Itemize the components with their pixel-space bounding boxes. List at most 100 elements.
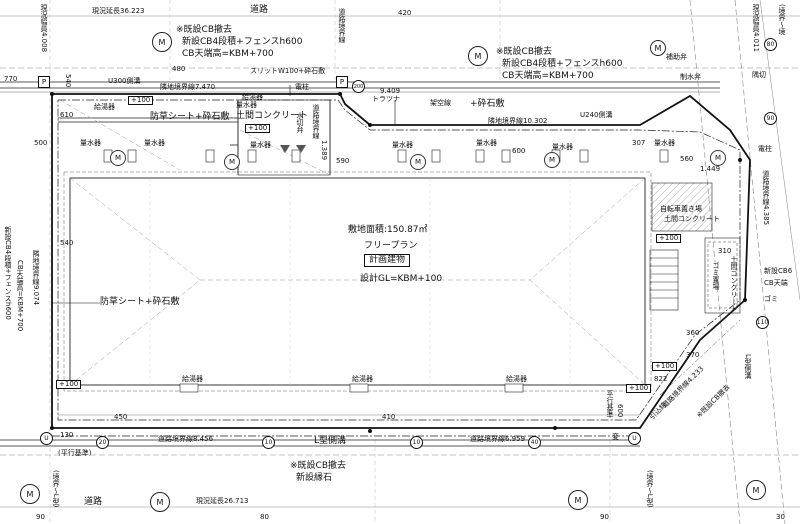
cb-note-line1: ※既設CB撤去 — [176, 25, 232, 35]
dim-label: 80 — [260, 513, 269, 521]
site-boundary — [51, 93, 751, 429]
dim-circle: 40 — [528, 436, 541, 449]
boundary-note: (境界～L型) — [646, 470, 654, 508]
bicycle-label: 自転車置き場 — [660, 205, 702, 213]
dim-label: 610 — [60, 111, 74, 119]
dim-label: 307 — [632, 139, 646, 147]
dim-label: 1.389 — [320, 140, 328, 161]
dim-label: 600 — [616, 404, 624, 418]
dim-circle: 10 — [410, 436, 423, 449]
parallel-label: 平行基準 — [606, 390, 614, 418]
meter-symbol: M — [710, 150, 726, 166]
cb-note-left: 新設CB4段積+フェンスh600 — [4, 226, 12, 320]
parallel-note: (平行基準) — [58, 449, 92, 457]
manhole-symbol: M — [20, 484, 40, 504]
plus100-tag: +100 — [128, 96, 154, 105]
boundary-label: 隣地境界線7.470 — [160, 83, 216, 91]
dim-label: 540 — [60, 239, 74, 247]
meter-label: 量水器 — [250, 141, 271, 149]
manhole-symbol: M — [150, 492, 170, 512]
meter-label: 量水器 — [144, 139, 165, 147]
road-width-label: 現況幅員4.008 — [40, 4, 48, 53]
dim-circle: 20 — [96, 436, 109, 449]
dim-label: 590 — [336, 157, 350, 165]
ditch-label: L型側溝 — [314, 436, 347, 446]
plan-label: フリープラン — [364, 241, 418, 251]
dim-label: 130 — [60, 431, 74, 439]
dim-label: 360 — [686, 329, 700, 337]
dim-label: 道路境界線 — [338, 8, 346, 43]
dim-circle: 90 — [764, 112, 777, 125]
meter-label: 量水器 — [476, 139, 497, 147]
dim-label: 9.409 — [380, 87, 401, 95]
meter-symbol: M — [224, 154, 240, 170]
meter-label: 量水器 — [80, 139, 101, 147]
dim-label: 540 — [64, 74, 72, 88]
meter-label: 量水器 — [392, 141, 413, 149]
dim-label: 1.449 — [700, 165, 721, 173]
boundary-label: 道路境界線6.959 — [470, 435, 526, 443]
garbage-area — [704, 237, 741, 314]
pole-label: 電柱 — [758, 145, 772, 153]
overhead-label: 架空線 — [430, 99, 451, 107]
manhole-symbol: M — [746, 480, 766, 500]
dim-label: 480 — [172, 65, 186, 73]
drain-label: 給湯器 — [94, 103, 115, 111]
dim-circle: 10 — [262, 436, 275, 449]
dim-label: 30 — [776, 513, 785, 521]
cb-note-line1: ※既設CB撤去 — [496, 47, 552, 57]
building-outline — [69, 177, 646, 386]
pole-marker: P — [336, 76, 348, 88]
dim-label: 310 — [718, 247, 732, 255]
corner-circle: U — [40, 432, 53, 445]
cb-note-right: CB天端 — [764, 279, 788, 287]
dim-circle: 200 — [352, 80, 365, 93]
dim-label: 90 — [600, 513, 609, 521]
site-area-label: 敷地面積:150.87㎡ — [348, 225, 428, 235]
dim-label: 90 — [36, 513, 45, 521]
dim-label: 370 — [686, 351, 700, 359]
road-length-label: 現況延長36.223 — [92, 7, 145, 15]
dim-label: 770 — [4, 75, 18, 83]
dim-circle: 80 — [764, 38, 777, 51]
boundary-label: 道路境界線 — [312, 104, 320, 139]
bicycle-parking — [651, 182, 713, 232]
gravel-label: +砕石敷 — [470, 99, 505, 109]
valve-symbol: M — [650, 40, 666, 56]
gomi-label: ゴミ置場 — [712, 262, 720, 290]
meter-label: 量水器 — [552, 143, 573, 151]
boundary-label: 隣地境界線9.074 — [32, 250, 40, 306]
manhole-symbol: M — [152, 32, 172, 52]
drain-label: 給湯器 — [182, 375, 203, 383]
dim-circle: 110 — [756, 316, 769, 329]
meter-symbol: M — [544, 152, 560, 168]
bicycle-label2: 土間コンクリート — [664, 215, 720, 223]
manhole-symbol: M — [468, 46, 488, 66]
dim-label: 410 — [382, 413, 396, 421]
drain-label: 給湯器 — [242, 93, 263, 101]
boundary-label: 道路境界線4.385 — [762, 170, 770, 226]
cb-note-line2: 新設CB4段積+フェンスh600 — [182, 37, 303, 47]
earth-concrete-label: 土間コンクリート — [730, 256, 738, 312]
road-width-right: 現況幅員4.011 — [752, 4, 760, 53]
earth-concrete-label: 土間コンクリート — [236, 111, 309, 121]
change-mark: 変 — [612, 433, 619, 441]
plus100-tag: +100 — [652, 362, 678, 371]
boundary-note: (境界～L型) — [52, 470, 60, 508]
plus100-tag: +100 — [626, 384, 652, 393]
pole-label: 電柱 — [295, 83, 309, 91]
cb-note-line3: CB天端高=KBM+700 — [182, 49, 274, 59]
cb-note-left: CB天端高=KBM+700 — [16, 260, 24, 332]
meter-label: 量水器 — [236, 101, 257, 109]
boundary-label: 道路境界線8.456 — [158, 435, 214, 443]
drain-label: 給湯器 — [352, 375, 373, 383]
manhole-symbol: M — [568, 490, 588, 510]
design-gl-label: 設計GL=KBM+100 — [360, 274, 443, 284]
dim-label: 600 — [512, 147, 526, 155]
water-valve-label: 水切弁 — [296, 112, 304, 133]
dim-label: 822 — [654, 375, 668, 383]
dim-label: 560 — [680, 155, 694, 163]
curb-note-line1: ※既設CB撤去 — [290, 461, 346, 471]
planned-building-label: 計画建物 — [364, 254, 411, 267]
